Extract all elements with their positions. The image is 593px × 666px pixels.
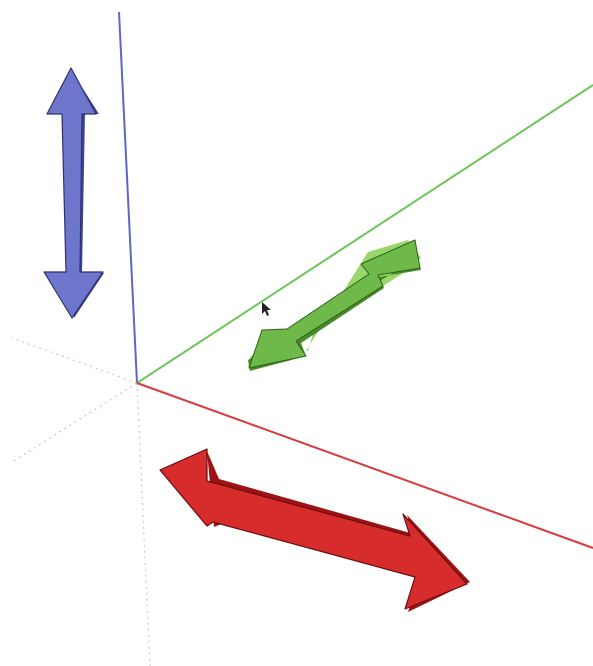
negative-red-axis [11, 337, 138, 384]
green-arrow-body [248, 239, 421, 369]
blue-axis [118, 11, 138, 384]
red-axis [136, 382, 593, 549]
mouse-pointer-icon [262, 302, 271, 316]
negative-blue-axis [136, 382, 151, 666]
red-arrow-body [159, 448, 468, 610]
vertical-double-arrow-icon [43, 67, 104, 321]
negative-green-axis [11, 382, 138, 463]
horizontal-double-arrow-icon [159, 448, 470, 612]
diagonal-double-arrow-icon [248, 239, 421, 371]
green-axis [136, 84, 593, 384]
negative-axes [11, 337, 151, 666]
blue-arrow-body [43, 67, 104, 319]
